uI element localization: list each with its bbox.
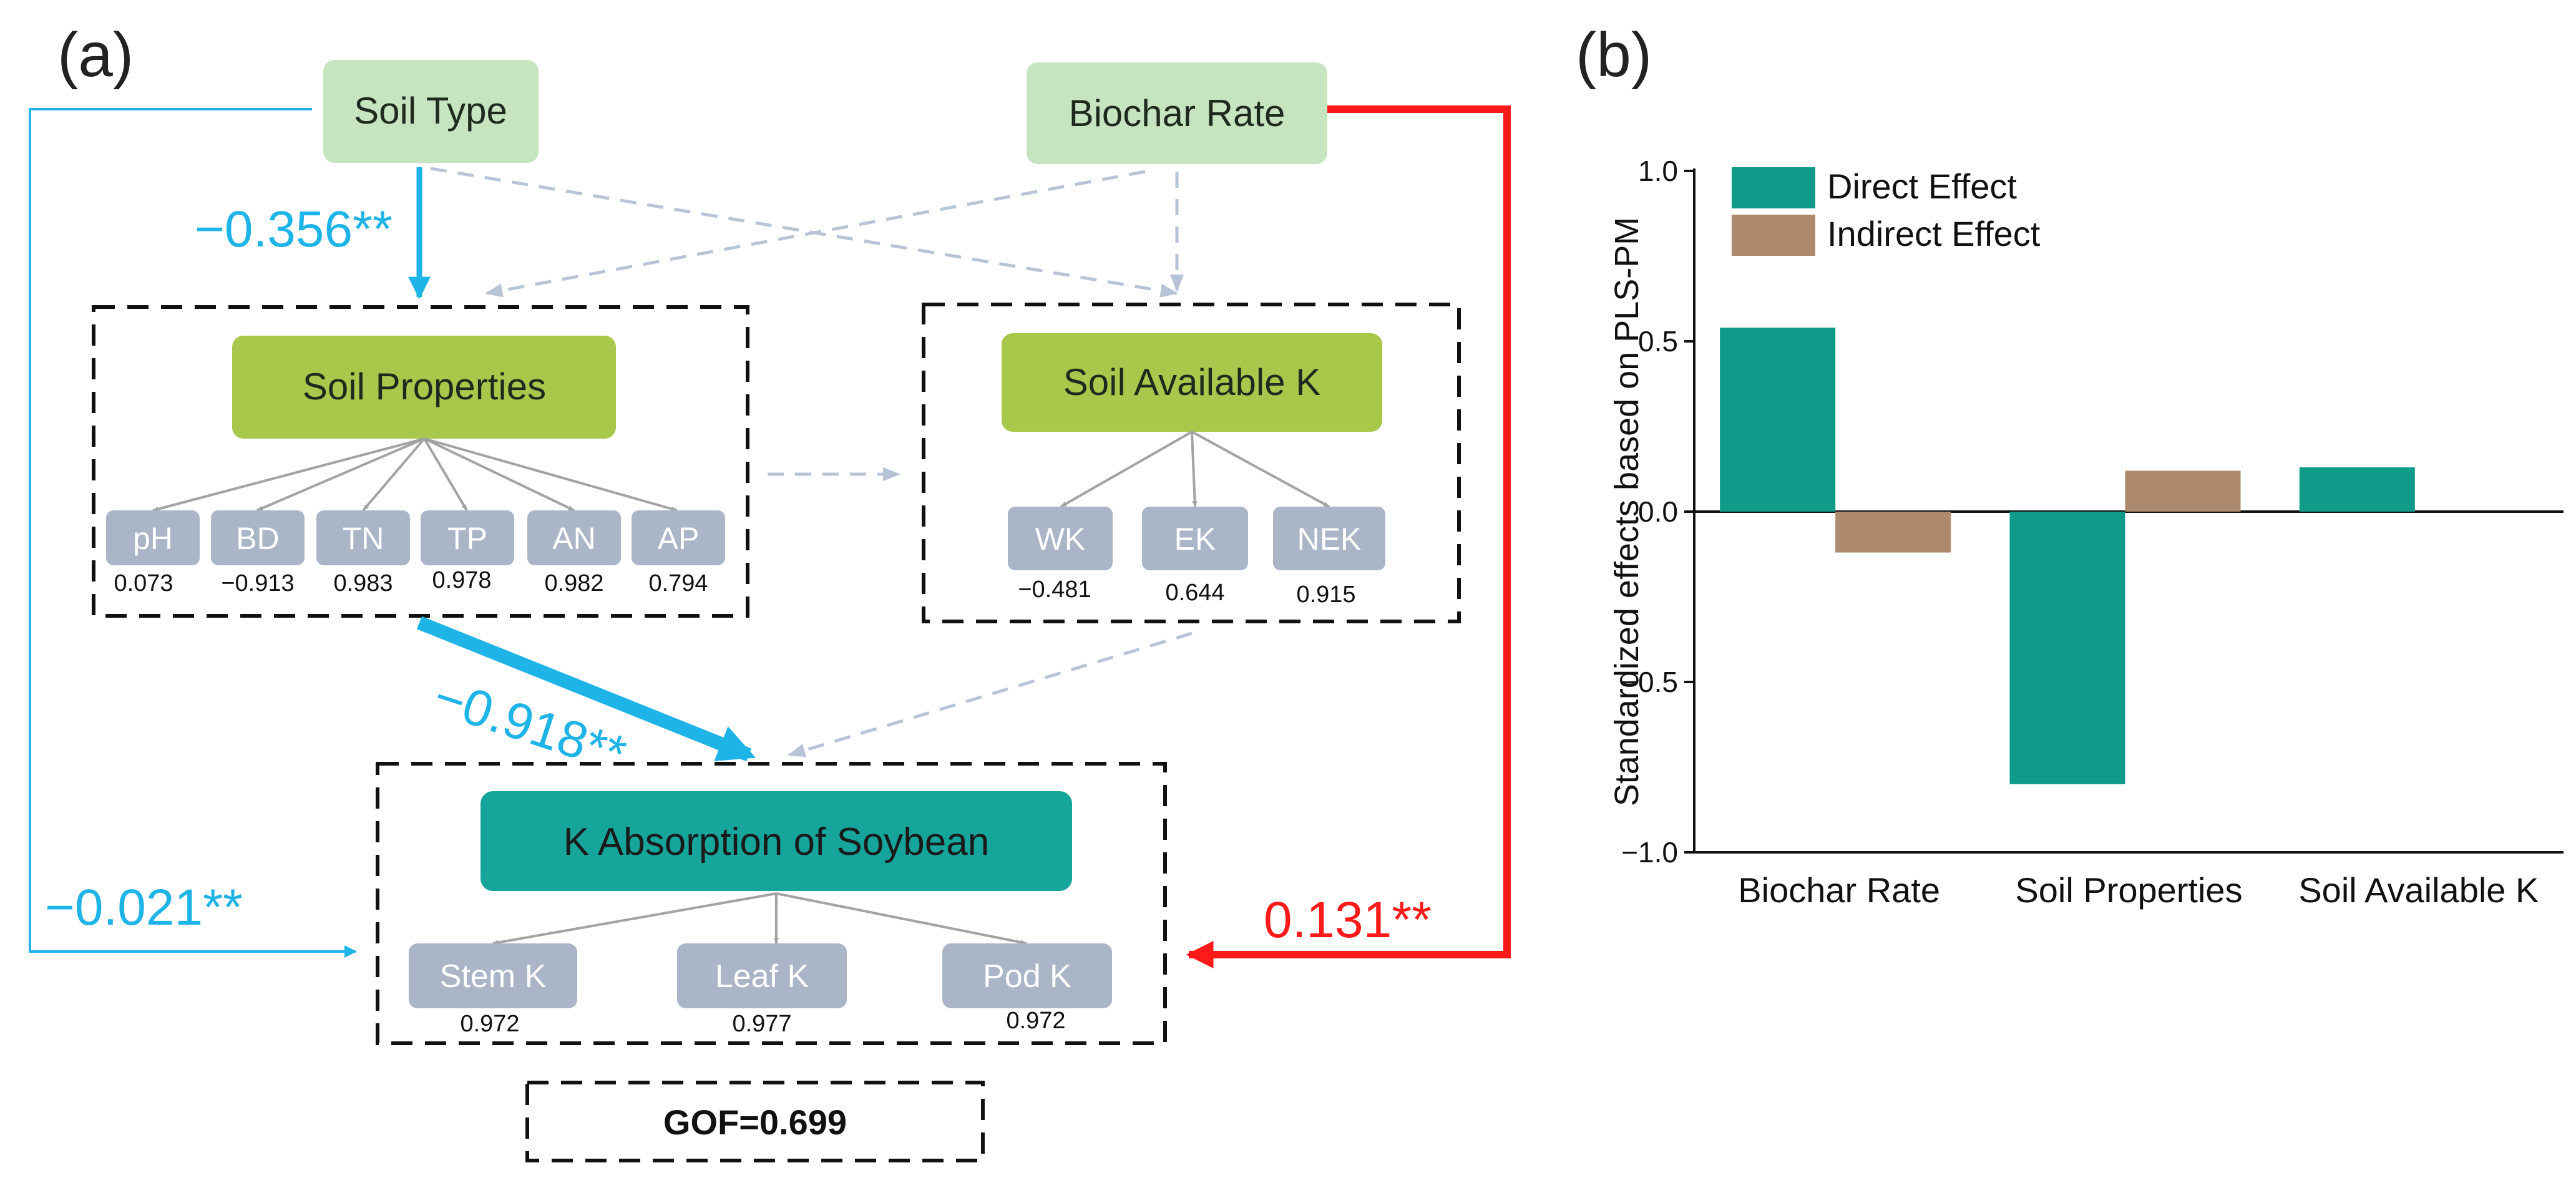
bar-direct-effect (2009, 512, 2125, 784)
indicator-loading: 0.794 (648, 570, 708, 596)
soil-type-label: Soil Type (354, 90, 507, 132)
bar-direct-effect (1720, 328, 1836, 512)
indicator-label: pH (133, 521, 173, 556)
coef-soiltype-kabsorption: −0.021** (45, 879, 243, 936)
coef-soilproperties-kabsorption: −0.918** (427, 668, 633, 783)
indicator-label: NEK (1297, 522, 1362, 557)
soil-properties-block: Soil Properties pH 0.073 BD −0.913 (92, 305, 749, 618)
indicator-ph: pH 0.073 (106, 510, 200, 596)
bar-indirect-effect (1835, 512, 1951, 553)
indicator-label: BD (236, 521, 279, 556)
x-tick-label: Biochar Rate (1738, 870, 1940, 910)
biochar-rate-node: Biochar Rate (1027, 62, 1327, 164)
legend-swatch (1732, 215, 1815, 256)
indicator-label: TP (447, 521, 487, 556)
nonsignificant-paths (430, 167, 1193, 757)
y-tick-label: −1.0 (1621, 836, 1678, 869)
indicator-label: EK (1174, 522, 1216, 557)
panel-b-label: (b) (1576, 20, 1652, 90)
indicator-leaf-k: Leaf K 0.977 (677, 943, 847, 1037)
k-absorption-block: K Absorption of Soybean Stem K 0.972 Lea… (376, 762, 1167, 1045)
indicator-stem-k: Stem K 0.972 (409, 943, 577, 1037)
indicator-loading: 0.982 (544, 570, 603, 596)
indicator-label: Stem K (440, 958, 547, 995)
indicator-loading: 0.915 (1296, 582, 1355, 608)
k-absorption-label: K Absorption of Soybean (564, 820, 989, 864)
soil-type-node: Soil Type (323, 60, 539, 163)
indicator-tp: TP 0.978 (421, 510, 514, 593)
panel-a-label: (a) (57, 20, 134, 90)
bar-indirect-effect (2125, 470, 2241, 512)
indicator-ek: EK 0.644 (1142, 507, 1248, 606)
indicator-label: Pod K (983, 958, 1071, 995)
indicator-an: AN 0.982 (527, 510, 621, 596)
indicator-loading: 0.978 (432, 567, 491, 593)
indicator-loading: 0.983 (333, 570, 393, 596)
indicator-loading: 0.972 (460, 1011, 519, 1037)
y-tick-label: 0.5 (1638, 325, 1678, 358)
y-tick-label: 1.0 (1638, 155, 1678, 187)
indicator-pod-k: Pod K 0.972 (942, 943, 1112, 1034)
y-tick-label: 0.0 (1638, 495, 1678, 528)
legend-swatch (1732, 167, 1815, 208)
indicator-label: AP (658, 521, 700, 556)
y-axis-label: Standardized effects based on PLS-PM (1608, 217, 1646, 807)
indicator-tn: TN 0.983 (316, 510, 410, 596)
panel-a: (a) Soil Type Biochar Rate −0.356** −0.0… (29, 20, 1511, 1162)
indicator-nek: NEK 0.915 (1273, 507, 1385, 608)
path-soiltype-kabsorption (29, 108, 357, 958)
indicator-label: Leaf K (715, 958, 809, 995)
soil-available-k-block: Soil Available K WK −0.481 EK 0.644 NEK … (922, 303, 1461, 623)
indicator-wk: WK −0.481 (1008, 507, 1113, 603)
indicator-label: TN (343, 521, 384, 556)
coef-soiltype-soilproperties: −0.356** (195, 201, 393, 258)
biochar-rate-label: Biochar Rate (1069, 92, 1286, 134)
x-tick-label: Soil Properties (2015, 870, 2242, 910)
soil-available-k-label: Soil Available K (1063, 361, 1321, 403)
indicator-ap: AP 0.794 (632, 510, 725, 596)
soil-properties-label: Soil Properties (303, 366, 546, 407)
indicator-loading: −0.913 (221, 570, 294, 596)
indicator-loading: −0.481 (1018, 577, 1091, 603)
path-biochar-kabsorption (1186, 105, 1511, 968)
gof-value: GOF=0.699 (663, 1103, 847, 1142)
indicator-bd: BD −0.913 (211, 510, 305, 596)
legend-label: Direct Effect (1827, 167, 2017, 206)
indicator-label: WK (1035, 522, 1086, 557)
y-tick-label: −0.5 (1621, 666, 1678, 698)
legend-label: Indirect Effect (1827, 214, 2041, 253)
indicator-loading: 0.977 (732, 1011, 791, 1037)
indicator-label: AN (552, 521, 595, 556)
gof-box: GOF=0.699 (525, 1081, 985, 1162)
bar-direct-effect (2299, 467, 2415, 512)
indicator-loading: 0.644 (1165, 580, 1224, 606)
path-soilproperties-kabsorption (416, 616, 756, 762)
indicator-loading: 0.073 (114, 570, 173, 596)
indicator-loading: 0.972 (1006, 1008, 1065, 1034)
coef-biochar-kabsorption: 0.131** (1264, 892, 1432, 948)
x-tick-label: Soil Available K (2298, 870, 2539, 910)
